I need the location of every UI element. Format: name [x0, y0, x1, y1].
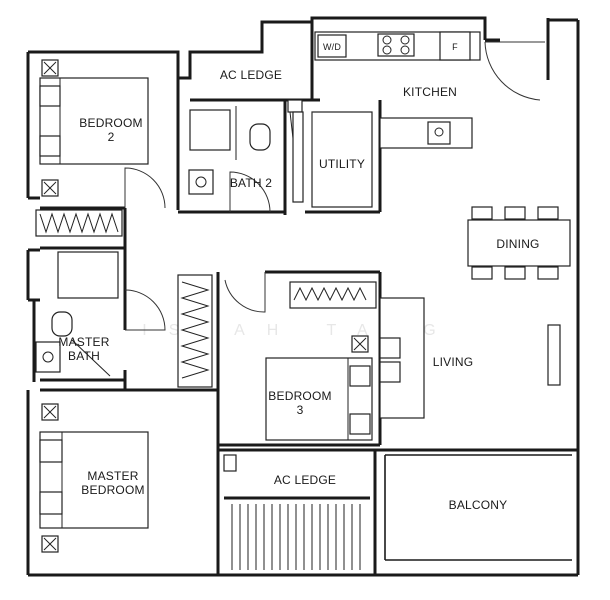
- dining-furniture: [467, 206, 571, 386]
- fridge-icon: [439, 31, 471, 61]
- exterior-walls: [26, 16, 580, 577]
- bedroom-3-number: 3: [297, 403, 304, 417]
- toilet-icon: [51, 311, 73, 337]
- ac-ledge-bottom-label: AC LEDGE: [274, 473, 336, 487]
- bedroom-3-furniture: [265, 281, 377, 441]
- corridor-wardrobe: [177, 272, 266, 388]
- room-labels: AC LEDGE KITCHEN BEDROOM 2 BATH 2 UTILIT…: [58, 68, 539, 512]
- shower-icon: [189, 109, 231, 151]
- utility-label: UTILITY: [319, 157, 365, 171]
- island-counter: [379, 117, 473, 149]
- dining-label: DINING: [496, 237, 539, 251]
- toilet-icon: [249, 123, 271, 151]
- bath-2-fixtures: [188, 106, 271, 213]
- interior-walls: [40, 22, 578, 575]
- ac-ledge-top-label: AC LEDGE: [220, 68, 282, 82]
- washer-dryer-label: W/D: [323, 42, 341, 52]
- sink-icon: [427, 121, 451, 145]
- bedroom-2-label: BEDROOM: [79, 116, 142, 130]
- fridge-label: F: [452, 42, 458, 52]
- kitchen-fixtures: W/D F: [314, 31, 545, 149]
- bath-2-label: BATH 2: [230, 176, 272, 190]
- utility-fixtures: [287, 99, 373, 208]
- kitchen-label: KITCHEN: [403, 85, 457, 99]
- master-bedroom-furniture: [39, 403, 149, 553]
- living-label: LIVING: [433, 355, 474, 369]
- balcony-label: BALCONY: [449, 498, 508, 512]
- shower-icon: [57, 251, 119, 299]
- dining-table: [467, 219, 571, 267]
- watermark: ISAAH TANG: [142, 322, 457, 339]
- bedroom-2-number: 2: [108, 130, 115, 144]
- bedroom-2-furniture: [35, 59, 166, 237]
- sink-icon: [35, 341, 61, 373]
- living-furniture: [379, 297, 425, 419]
- master-bath-label-2: BATH: [68, 349, 100, 363]
- master-bath-label: MASTER: [58, 335, 109, 349]
- ac-ledge-grille: [223, 454, 361, 570]
- master-bedroom-label: MASTER: [87, 469, 138, 483]
- bedroom-3-label: BEDROOM: [268, 389, 331, 403]
- master-bath-fixtures: [35, 251, 166, 377]
- washer-dryer-icon: [317, 34, 347, 58]
- master-bedroom-label-2: BEDROOM: [81, 483, 144, 497]
- cooktop-icon: [377, 33, 415, 57]
- sink-icon: [188, 169, 214, 195]
